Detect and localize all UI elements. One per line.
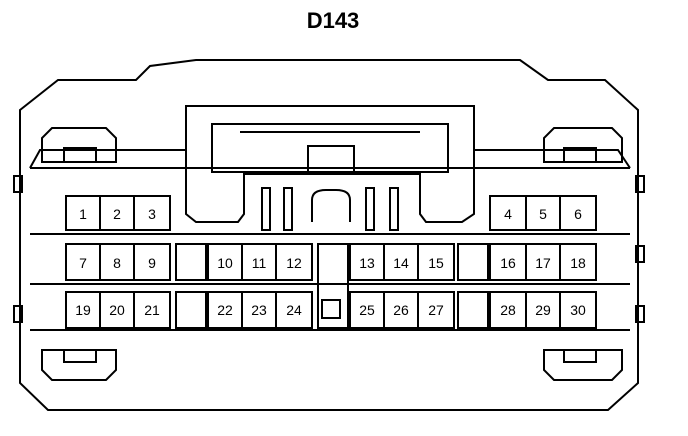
pin-number: 25 bbox=[359, 302, 375, 318]
pin-number: 22 bbox=[217, 302, 233, 318]
blank-cavity bbox=[175, 243, 207, 281]
pin-number: 11 bbox=[252, 255, 267, 271]
center-lock-tab bbox=[307, 145, 355, 172]
center-lock-bar bbox=[211, 123, 449, 173]
pin-number: 18 bbox=[570, 255, 586, 271]
center-lock-housing bbox=[185, 105, 475, 223]
pin-cavity: 19 bbox=[65, 291, 101, 329]
inner-top-shelf-right bbox=[474, 149, 631, 169]
guide-slot bbox=[261, 187, 271, 231]
pin-cavity: 30 bbox=[559, 291, 597, 329]
right-side-tab-middle bbox=[635, 245, 645, 263]
left-side-tab-lower bbox=[13, 305, 23, 323]
pin-cavity: 20 bbox=[99, 291, 135, 329]
pin-cavity: 29 bbox=[525, 291, 561, 329]
pin-number: 23 bbox=[251, 302, 267, 318]
pin-cavity: 11 bbox=[241, 243, 277, 281]
pin-number: 29 bbox=[535, 302, 551, 318]
guide-slot bbox=[283, 187, 293, 231]
pin-number: 19 bbox=[75, 302, 91, 318]
blank-cavity bbox=[457, 243, 489, 281]
pin-cavity: 8 bbox=[99, 243, 135, 281]
latch-bottom-right bbox=[543, 349, 623, 381]
pin-cavity: 22 bbox=[207, 291, 243, 329]
pin-cavity: 25 bbox=[349, 291, 385, 329]
pin-cavity: 10 bbox=[207, 243, 243, 281]
pin-cavity: 1 bbox=[65, 195, 101, 231]
pin-number: 1 bbox=[79, 206, 87, 222]
pin-number: 28 bbox=[500, 302, 516, 318]
pin-cavity: 26 bbox=[383, 291, 419, 329]
pin-cavity: 5 bbox=[525, 195, 561, 231]
pin-cavity: 23 bbox=[241, 291, 277, 329]
pin-number: 20 bbox=[109, 302, 125, 318]
pin-number: 6 bbox=[574, 206, 582, 222]
pin-number: 24 bbox=[286, 302, 302, 318]
center-polarizing-post bbox=[317, 243, 349, 329]
pin-cavity: 9 bbox=[133, 243, 171, 281]
blank-cavity bbox=[175, 291, 207, 329]
center-small-square bbox=[321, 299, 341, 319]
pin-cavity: 28 bbox=[489, 291, 527, 329]
pin-number: 16 bbox=[500, 255, 516, 271]
pin-number: 21 bbox=[144, 302, 160, 318]
pin-number: 12 bbox=[286, 255, 302, 271]
pin-number: 2 bbox=[113, 206, 121, 222]
pin-number: 17 bbox=[535, 255, 551, 271]
pin-number: 8 bbox=[113, 255, 121, 271]
pin-cavity: 21 bbox=[133, 291, 171, 329]
center-key-notch bbox=[311, 189, 351, 222]
pin-cavity: 6 bbox=[559, 195, 597, 231]
right-side-tab-lower bbox=[635, 305, 645, 323]
pin-cavity: 3 bbox=[133, 195, 171, 231]
pin-cavity: 15 bbox=[417, 243, 455, 281]
pin-cavity: 17 bbox=[525, 243, 561, 281]
pin-number: 3 bbox=[148, 206, 156, 222]
pin-cavity: 4 bbox=[489, 195, 527, 231]
pin-cavity: 2 bbox=[99, 195, 135, 231]
right-side-tab-upper bbox=[635, 175, 645, 193]
pin-number: 30 bbox=[570, 302, 586, 318]
latch-bottom-left bbox=[41, 349, 117, 381]
pin-cavity: 24 bbox=[275, 291, 313, 329]
blank-cavity bbox=[457, 291, 489, 329]
pin-number: 27 bbox=[428, 302, 444, 318]
pin-number: 13 bbox=[359, 255, 375, 271]
guide-slot bbox=[389, 187, 399, 231]
pin-cavity: 16 bbox=[489, 243, 527, 281]
pin-number: 4 bbox=[504, 206, 512, 222]
connector-housing-outline bbox=[19, 59, 639, 411]
pin-number: 5 bbox=[539, 206, 547, 222]
pin-number: 14 bbox=[393, 255, 409, 271]
latch-top-left bbox=[41, 127, 117, 163]
guide-slot bbox=[365, 187, 375, 231]
pin-cavity: 18 bbox=[559, 243, 597, 281]
pin-number: 15 bbox=[428, 255, 444, 271]
left-side-tab-upper bbox=[13, 175, 23, 193]
inner-top-shelf-left bbox=[29, 149, 186, 169]
pin-cavity: 27 bbox=[417, 291, 455, 329]
pin-number: 7 bbox=[79, 255, 87, 271]
pin-cavity: 13 bbox=[349, 243, 385, 281]
pin-number: 9 bbox=[148, 255, 156, 271]
latch-top-right bbox=[543, 127, 623, 163]
pin-cavity: 12 bbox=[275, 243, 313, 281]
pin-number: 26 bbox=[393, 302, 409, 318]
pin-cavity: 14 bbox=[383, 243, 419, 281]
pin-number: 10 bbox=[217, 255, 233, 271]
pin-cavity: 7 bbox=[65, 243, 101, 281]
connector-title: D143 bbox=[306, 8, 360, 33]
